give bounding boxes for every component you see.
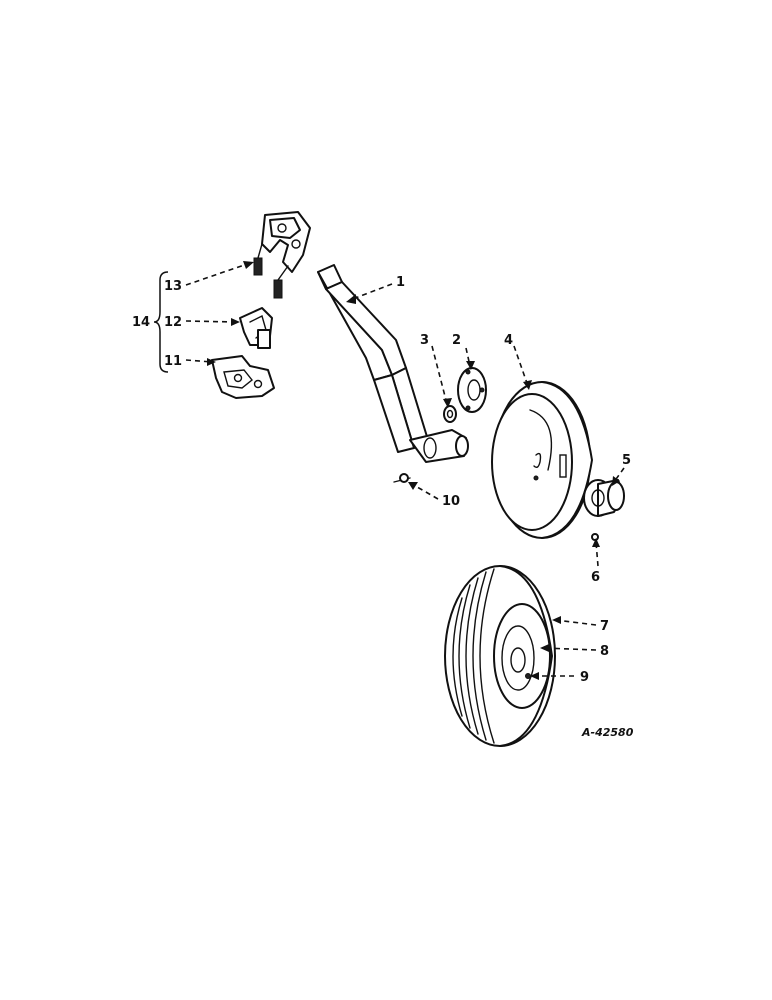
callout-14: 14 [132,315,150,330]
leader-lines [185,261,625,680]
callout-4: 4 [504,333,513,348]
callout-3: 3 [420,333,429,348]
rim-part-4 [491,381,593,539]
arm-part-1 [317,264,469,463]
callout-10: 10 [442,494,460,509]
clamp-part-13 [253,211,311,299]
plate-part-11 [211,355,275,399]
callout-13: 13 [164,279,182,294]
hub-part-2 [457,367,487,413]
callout-1: 1 [396,275,405,290]
callout-5: 5 [622,453,631,468]
callout-12: 12 [164,315,182,330]
callout-2: 2 [452,333,461,348]
clip-part-12 [239,307,273,349]
wheel-rim-part-8 [493,603,551,709]
bolt-part-6 [591,533,599,541]
bracket-14 [153,271,169,373]
callout-11: 11 [164,354,182,369]
valve-part-9 [525,673,531,679]
drawing-number: A-42580 [581,726,634,739]
bearing-part-3 [443,405,457,423]
callout-8: 8 [600,644,609,659]
hubcap-part-5 [583,479,625,517]
callout-9: 9 [580,670,589,685]
callout-7: 7 [600,619,609,634]
pin-part-10 [393,473,411,483]
callout-6: 6 [591,570,600,585]
